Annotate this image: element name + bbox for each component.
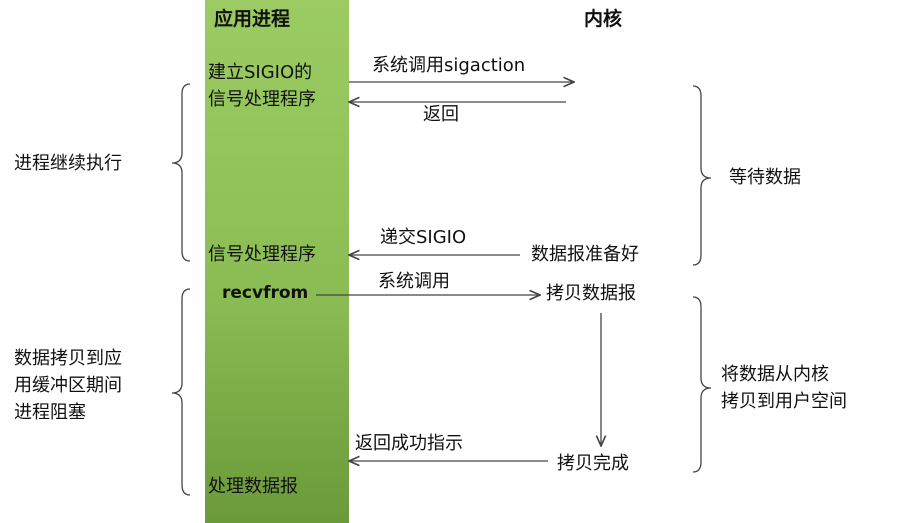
copy-datagram-label: 拷贝数据报 — [546, 283, 636, 304]
process-datagram-label: 处理数据报 — [208, 476, 298, 497]
copy-kernel-line1: 将数据从内核 — [721, 364, 829, 385]
syscall-label: 系统调用 — [378, 271, 450, 292]
blocked-line2: 用缓冲区期间 — [14, 375, 122, 396]
return-success-label: 返回成功指示 — [355, 433, 463, 454]
blocked-line1: 数据拷贝到应 — [14, 348, 122, 369]
copy-done-label: 拷贝完成 — [557, 453, 629, 474]
return-label: 返回 — [423, 104, 459, 125]
deliver-sigio-label: 递交SIGIO — [380, 227, 467, 248]
brace-copy — [692, 296, 712, 473]
brace-wait-data — [692, 85, 712, 266]
app-process-bar — [205, 0, 349, 523]
brace-blocked — [171, 288, 191, 496]
app-process-header: 应用进程 — [214, 8, 291, 30]
recvfrom-label: recvfrom — [222, 283, 309, 303]
blocked-line3: 进程阻塞 — [14, 402, 86, 423]
establish-handler-line2: 信号处理程序 — [208, 89, 316, 110]
signal-handler-label: 信号处理程序 — [208, 244, 316, 265]
syscall-sigaction-label: 系统调用sigaction — [372, 55, 526, 76]
wait-data-label: 等待数据 — [729, 167, 801, 188]
establish-handler-line1: 建立SIGIO的 — [208, 62, 313, 83]
process-continues-label: 进程继续执行 — [14, 153, 122, 174]
kernel-header: 内核 — [584, 8, 623, 30]
copy-kernel-line2: 拷贝到用户空间 — [721, 391, 847, 412]
datagram-ready-label: 数据报准备好 — [531, 244, 639, 265]
brace-continue — [171, 83, 191, 262]
